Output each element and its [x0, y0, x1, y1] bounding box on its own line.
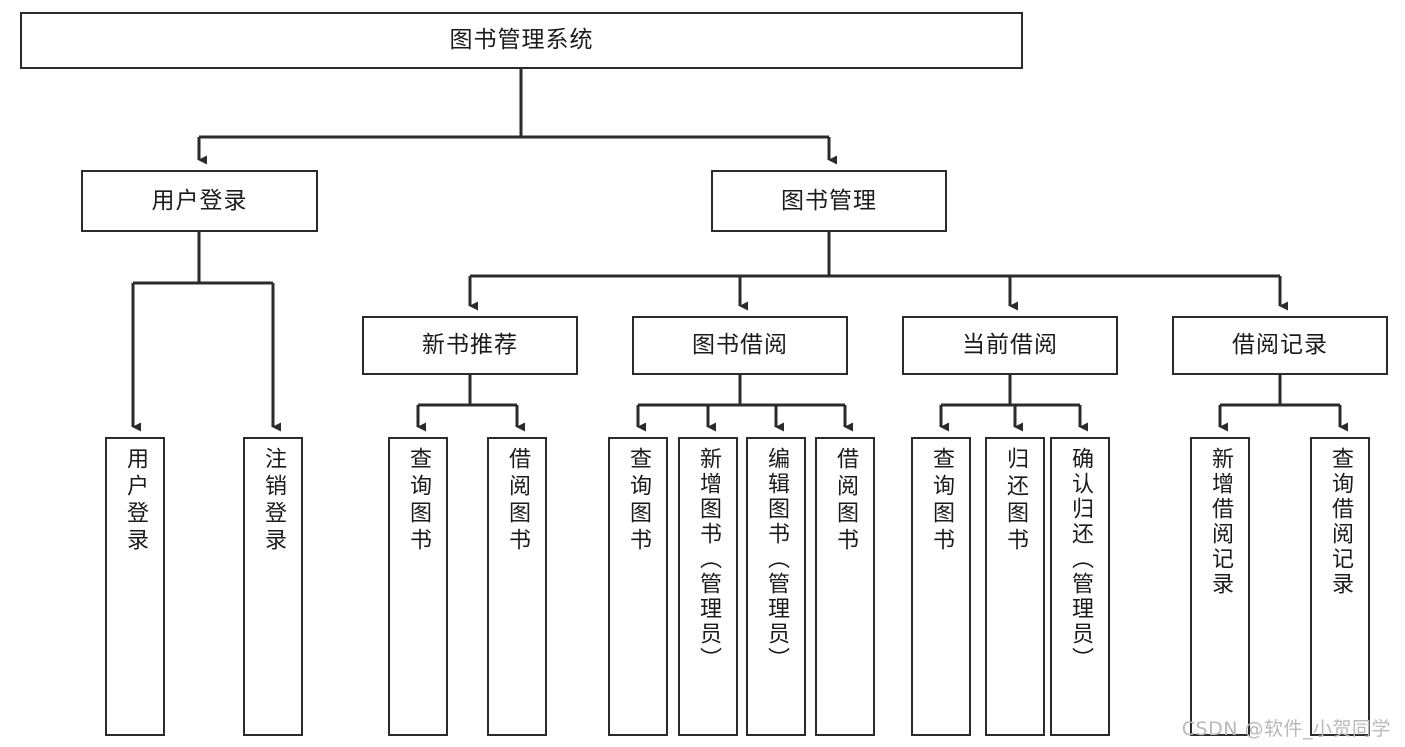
node-leaf-borrow-book-2[interactable]: 借阅图书: [815, 437, 875, 736]
node-leaf-add-book[interactable]: 新增图书（管理员）: [678, 437, 738, 736]
node-book-manage[interactable]: 图书管理: [711, 170, 947, 232]
node-leaf-borrow-book-2-label: 借阅图书: [833, 447, 858, 555]
node-leaf-query-record-label: 查询借阅记录: [1328, 447, 1353, 597]
node-leaf-return-book[interactable]: 归还图书: [985, 437, 1045, 736]
node-leaf-query-record[interactable]: 查询借阅记录: [1310, 437, 1370, 736]
node-leaf-borrow-book-1-label: 借阅图书: [505, 447, 530, 555]
node-leaf-query-book-1-label: 查询图书: [406, 447, 431, 555]
node-leaf-confirm-return[interactable]: 确认归还（管理员）: [1050, 437, 1110, 736]
node-current-borrow[interactable]: 当前借阅: [902, 316, 1118, 375]
node-leaf-user-logout-label: 注销登录: [261, 447, 286, 555]
node-leaf-confirm-return-label: 确认归还（管理员）: [1068, 447, 1093, 672]
node-new-book-rec[interactable]: 新书推荐: [362, 316, 578, 375]
node-current-borrow-label: 当前借阅: [962, 332, 1058, 358]
node-leaf-add-book-label: 新增图书（管理员）: [696, 447, 721, 672]
node-new-book-rec-label: 新书推荐: [422, 332, 518, 358]
node-leaf-user-login[interactable]: 用户登录: [105, 437, 165, 736]
node-root[interactable]: 图书管理系统: [20, 12, 1023, 69]
node-leaf-query-book-3-label: 查询图书: [929, 447, 954, 555]
node-leaf-add-record-label: 新增借阅记录: [1208, 447, 1233, 597]
node-root-label: 图书管理系统: [449, 27, 594, 53]
node-book-borrow[interactable]: 图书借阅: [632, 316, 848, 375]
watermark: CSDN @软件_小贺同学: [1181, 718, 1391, 740]
node-book-manage-label: 图书管理: [781, 187, 877, 214]
node-leaf-query-book-2-label: 查询图书: [626, 447, 651, 555]
node-leaf-query-book-3[interactable]: 查询图书: [911, 437, 971, 736]
node-borrow-record-label: 借阅记录: [1232, 332, 1328, 358]
node-leaf-edit-book-label: 编辑图书（管理员）: [764, 447, 789, 672]
node-leaf-return-book-label: 归还图书: [1003, 447, 1028, 555]
node-book-borrow-label: 图书借阅: [692, 332, 788, 358]
node-leaf-borrow-book-1[interactable]: 借阅图书: [487, 437, 547, 736]
node-leaf-user-login-label: 用户登录: [123, 447, 148, 555]
node-leaf-edit-book[interactable]: 编辑图书（管理员）: [746, 437, 806, 736]
node-leaf-query-book-1[interactable]: 查询图书: [388, 437, 448, 736]
node-leaf-add-record[interactable]: 新增借阅记录: [1190, 437, 1250, 736]
node-user-login-label: 用户登录: [151, 187, 248, 214]
node-user-login[interactable]: 用户登录: [81, 170, 318, 232]
node-leaf-user-logout[interactable]: 注销登录: [243, 437, 303, 736]
node-leaf-query-book-2[interactable]: 查询图书: [608, 437, 668, 736]
node-borrow-record[interactable]: 借阅记录: [1172, 316, 1388, 375]
